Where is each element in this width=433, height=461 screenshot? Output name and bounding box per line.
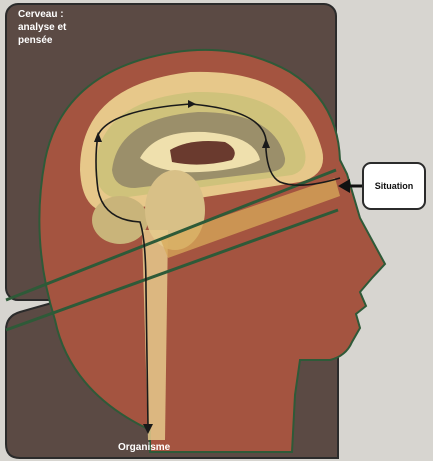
situation-box: Situation — [362, 162, 426, 210]
cerebellum — [92, 196, 148, 244]
body-label: Organisme — [118, 442, 170, 453]
situation-label: Situation — [375, 181, 414, 191]
brain-label: Cerveau : analyse et pensée — [18, 8, 98, 47]
